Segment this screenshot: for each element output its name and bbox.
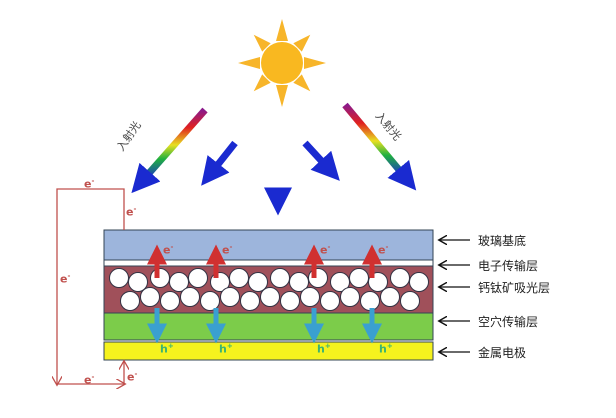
layer-label-electrode: 金属电极: [478, 346, 527, 360]
nanoparticle: [160, 291, 180, 311]
electron-label: e-: [320, 243, 331, 257]
nanoparticle: [188, 268, 208, 288]
sun-icon: [238, 19, 326, 107]
layer-label-htl: 空穴传输层: [478, 315, 539, 329]
light-arrow-left: [131, 107, 208, 194]
nanoparticle: [349, 268, 369, 288]
nanoparticle: [180, 287, 200, 307]
nanoparticle: [109, 268, 129, 288]
electron-label: e-: [222, 243, 233, 257]
electron-label: e-: [163, 243, 174, 257]
hole-label: h+: [160, 342, 174, 356]
nanoparticle: [140, 287, 160, 307]
nanoparticle: [400, 291, 420, 311]
nanoparticle: [128, 272, 148, 292]
nanoparticle: [229, 268, 249, 288]
nanoparticle: [308, 268, 328, 288]
light-arrow-right: [342, 102, 417, 191]
label-pointers: [440, 240, 470, 352]
nanoparticle: [248, 272, 268, 292]
layer-label-glass: 玻璃基底: [478, 234, 527, 248]
circuit-electron-label: e-: [84, 373, 95, 387]
nanoparticle: [169, 272, 189, 292]
nanoparticle: [340, 287, 360, 307]
circuit-electron-label: e-: [127, 370, 138, 384]
electron-label: e-: [378, 243, 389, 257]
hole-label: h+: [379, 342, 393, 356]
hole-transport-layer: [103, 312, 434, 341]
circuit-electron-label: e-: [126, 205, 137, 219]
circuit-electron-label: e-: [84, 177, 95, 191]
nanoparticle: [260, 287, 280, 307]
nanoparticle: [240, 291, 260, 311]
nanoparticle: [360, 291, 380, 311]
nanoparticle: [280, 291, 300, 311]
reflected-arrow-left: [201, 140, 238, 186]
nanoparticle: [150, 268, 170, 288]
layer-label-etl: 电子传输层: [478, 259, 539, 273]
nanoparticle: [330, 272, 350, 292]
nanoparticle: [120, 291, 140, 311]
layer-label-perovskite: 钙钛矿吸光层: [478, 281, 551, 295]
nanoparticle: [300, 287, 320, 307]
metal-electrode-layer: [103, 341, 434, 361]
circuit-electron-label: e-: [60, 272, 71, 286]
external-circuit: [57, 188, 124, 384]
nanoparticle: [380, 287, 400, 307]
nanoparticle: [409, 272, 429, 292]
reflected-arrow-right: [302, 140, 340, 181]
nanoparticle: [289, 272, 309, 292]
incident-light-arrows: [131, 102, 417, 216]
nanoparticle: [390, 268, 410, 288]
nanoparticle: [270, 268, 290, 288]
hole-label: h+: [219, 342, 233, 356]
nanoparticle: [320, 291, 340, 311]
carrier-arrows: [147, 244, 382, 344]
hole-label: h+: [317, 342, 331, 356]
electron-transport-layer: [103, 259, 434, 267]
nanoparticle: [200, 291, 220, 311]
nanoparticle: [220, 287, 240, 307]
